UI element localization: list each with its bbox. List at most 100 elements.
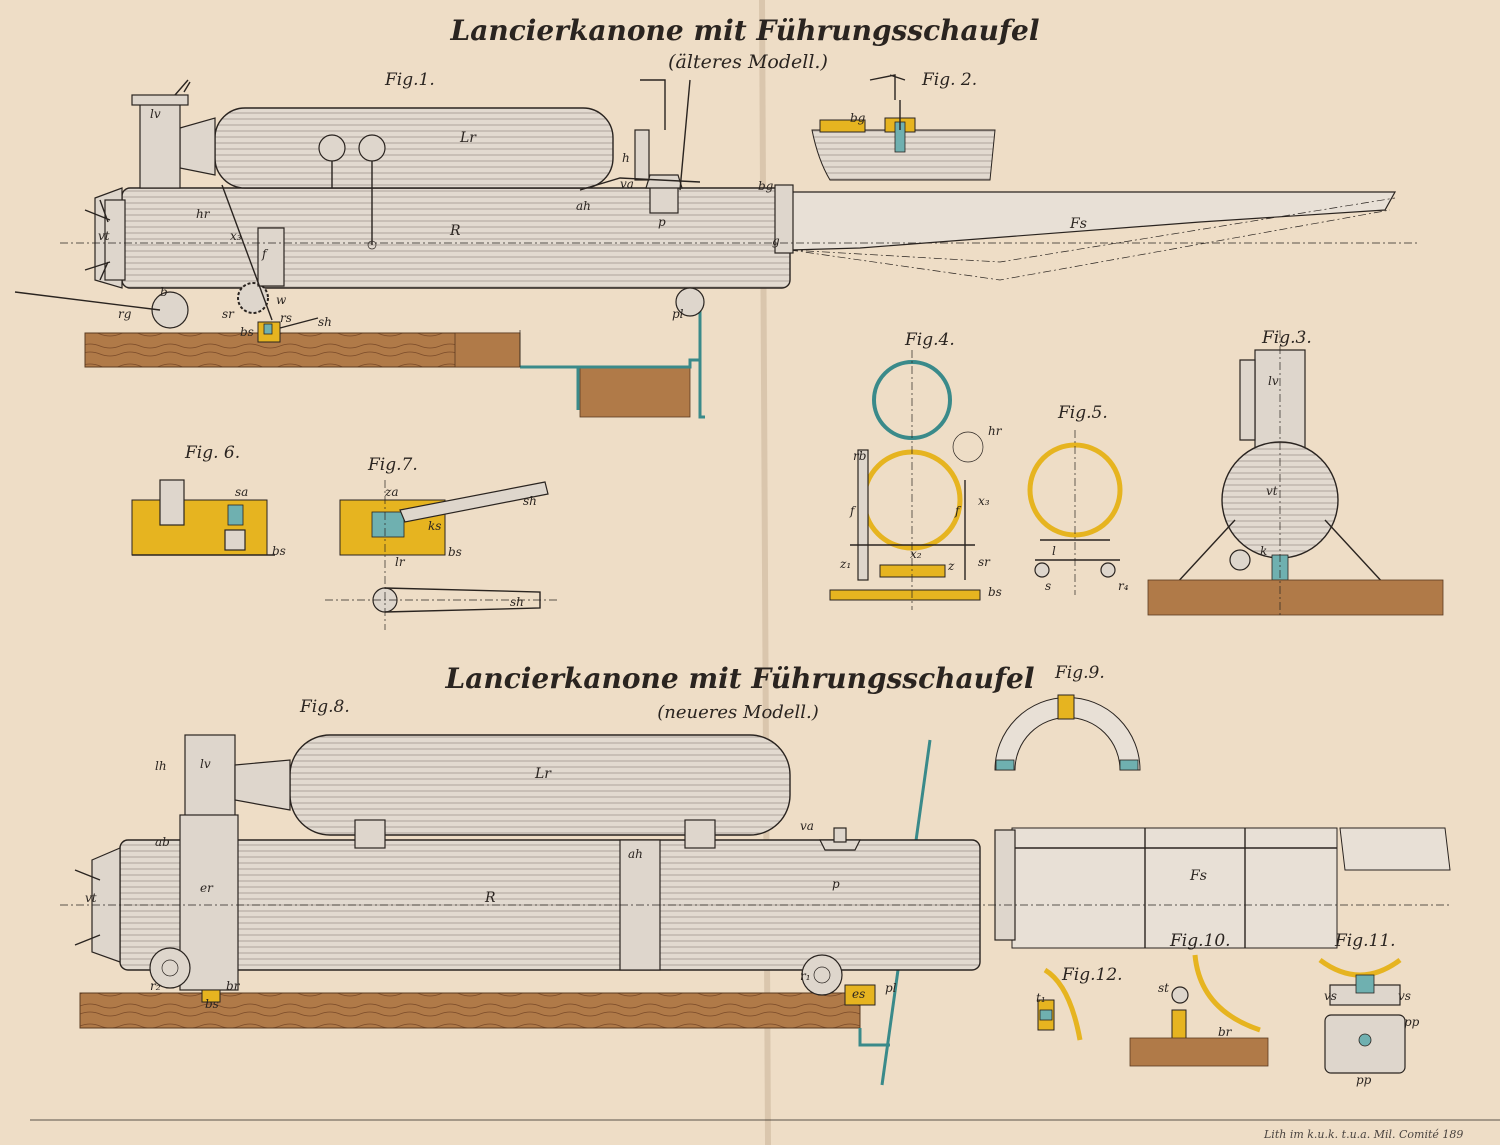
svg-text:g: g [772,234,780,248]
svg-text:Fig.11.: Fig.11. [1334,931,1396,951]
page-fold [759,0,771,1145]
svg-text:p: p [832,877,840,891]
svg-text:vs: vs [1324,989,1337,1003]
fig-11-drawing: Fig.11. vs vs pp pp [1318,931,1420,1087]
svg-text:ah: ah [576,199,591,213]
svg-text:k: k [1260,544,1267,558]
subtitle-bottom: (neueres Modell.) [657,702,818,723]
svg-text:br: br [226,979,241,993]
svg-text:es: es [852,987,865,1001]
svg-text:bs: bs [272,544,286,558]
svg-text:lh: lh [155,759,167,773]
fig-7-drawing: Fig.7. za ks bs lr sh sh [325,455,560,630]
svg-text:l: l [1052,544,1056,558]
svg-text:f: f [849,504,857,518]
fig-1-drawing: Fig.1. [14,70,1420,419]
svg-text:lv: lv [200,757,211,771]
svg-text:R: R [484,890,496,906]
svg-text:Fig.5.: Fig.5. [1057,403,1108,423]
fig-8-deck [79,992,861,1029]
fig-10-drawing: Fig.10. st br [1129,931,1269,1067]
title-top: Lancierkanone mit Führungsschaufel [450,14,1040,47]
guide-vane-Fs-8 [1011,827,1338,949]
svg-text:z₁: z₁ [839,557,851,571]
svg-text:Fig.8.: Fig.8. [299,697,350,717]
title-bottom: Lancierkanone mit Führungsschaufel [445,662,1035,695]
svg-text:ah: ah [628,847,643,861]
svg-text:sh: sh [318,315,332,329]
svg-text:sh: sh [510,595,524,609]
svg-text:x₃: x₃ [230,229,242,243]
svg-text:pp: pp [1356,1073,1372,1087]
svg-text:va: va [800,819,814,833]
svg-text:hr: hr [196,207,211,221]
svg-text:Fig.4.: Fig.4. [904,330,955,350]
svg-text:p: p [658,215,666,229]
fig-8-drawing: Fig.8. lh [60,697,1451,1086]
svg-text:x₂: x₂ [910,547,922,561]
fig-5-drawing: Fig.5. l s r₄ [1027,403,1129,595]
svg-text:er: er [200,881,214,895]
svg-text:Fs: Fs [1069,216,1087,232]
svg-text:br: br [1218,1025,1233,1039]
fig-12-drawing: Fig.12. t₁ [1036,965,1123,1041]
svg-text:vt: vt [1266,484,1278,498]
imprint-line: Lith im k.u.k. t.u.a. Mil. Comité 189 [1263,1128,1463,1141]
svg-text:z: z [947,559,955,573]
svg-text:rs: rs [280,311,292,325]
svg-text:bg: bg [758,179,774,193]
svg-text:va: va [620,177,634,191]
svg-text:Lr: Lr [459,130,477,146]
svg-text:rg: rg [118,307,132,321]
svg-text:b: b [160,285,168,299]
svg-text:r₁: r₁ [800,969,811,983]
svg-text:Fig. 6.: Fig. 6. [184,443,240,463]
fig-9-drawing: Fig.9. [994,663,1141,771]
svg-text:sh: sh [523,494,537,508]
fig-1-deck [84,332,521,368]
svg-text:pp: pp [1404,1015,1420,1029]
svg-text:sr: sr [978,555,991,569]
svg-text:pl: pl [672,307,684,321]
svg-text:hr: hr [988,424,1003,438]
svg-text:R: R [449,223,461,239]
svg-text:f: f [954,504,962,518]
fig-6-drawing: Fig. 6. sa bs [131,443,286,558]
svg-text:w: w [276,293,287,307]
svg-text:lv: lv [1268,374,1279,388]
svg-text:h: h [622,151,630,165]
svg-text:Fs: Fs [1189,868,1207,884]
reservoir-Lr [214,107,614,189]
svg-text:Fig.9.: Fig.9. [1054,663,1105,683]
svg-text:st: st [1158,981,1169,995]
svg-text:vt: vt [98,229,110,243]
svg-text:bs: bs [988,585,1002,599]
svg-text:ab: ab [155,835,170,849]
guide-vane-Fs [789,191,1397,251]
svg-text:vs: vs [1398,989,1411,1003]
svg-text:r₄: r₄ [1118,579,1129,593]
svg-text:lr: lr [395,555,406,569]
fig-2-drawing: Fig. 2. bg [811,70,996,181]
svg-text:bs: bs [448,545,462,559]
svg-text:f: f [261,247,269,261]
svg-text:r₂: r₂ [150,979,161,993]
svg-text:ks: ks [428,519,441,533]
svg-text:Lr: Lr [534,766,552,782]
svg-text:sa: sa [235,485,248,499]
svg-text:Fig.3.: Fig.3. [1261,328,1312,348]
svg-text:bg: bg [850,111,866,125]
svg-text:s: s [1045,579,1051,593]
fig-4-drawing: Fig.4. hr rb f f x₃ x₂ z₁ z sr bs [829,330,1003,610]
svg-text:Fig. 2.: Fig. 2. [921,70,977,90]
svg-text:Fig.10.: Fig.10. [1169,931,1231,951]
svg-text:pl: pl [885,981,897,995]
svg-text:t₁: t₁ [1036,991,1046,1005]
fig-3-drawing: Fig.3. lv vt k [1147,328,1444,616]
subtitle-top: (älteres Modell.) [668,51,828,73]
fig-1-label: Fig.1. [384,70,435,90]
svg-text:za: za [384,485,398,499]
svg-text:Fig.7.: Fig.7. [367,455,418,475]
svg-text:sr: sr [222,307,235,321]
